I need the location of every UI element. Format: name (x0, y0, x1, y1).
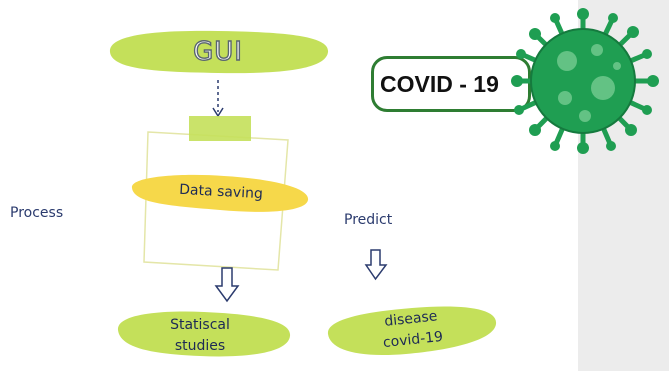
virus-icon (511, 8, 659, 154)
gui-label: GUI (192, 36, 243, 67)
down-arrow-predict (364, 249, 388, 281)
tape (189, 116, 251, 141)
data-saving-blob (131, 174, 309, 212)
process-label: Process (10, 205, 64, 221)
gui-blob (109, 30, 329, 74)
statistical-blob (117, 311, 291, 357)
statistical-line1: Statiscal (170, 317, 230, 333)
statistical-label: Statiscal studies (150, 312, 250, 360)
covid-label: COVID - 19 (380, 70, 499, 97)
covid-box (371, 56, 531, 112)
statistical-line2: studies (174, 338, 226, 354)
down-arrow-process (214, 267, 240, 303)
predict-label: Predict (344, 212, 393, 228)
disease-blob (327, 306, 497, 356)
